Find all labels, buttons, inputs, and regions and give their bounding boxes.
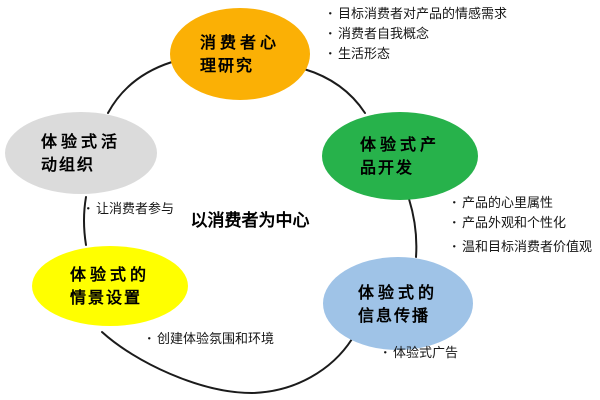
- note-list-advertising: · 体验式广告: [383, 344, 458, 364]
- node-label-line1: 体验式产: [359, 135, 440, 154]
- note-item: · 温和目标消费者价值观: [452, 238, 592, 258]
- arc-product-to-info: [408, 198, 418, 258]
- node-experiential-scene-setting: 体验式的 情景设置: [32, 246, 188, 326]
- arc-psych-to-product: [303, 68, 366, 114]
- bullet-glyph: ·: [452, 240, 457, 255]
- note-item: · 产品外观和个性化: [452, 214, 592, 234]
- bullet-glyph: ·: [328, 47, 333, 62]
- bullet-glyph: ·: [86, 202, 91, 217]
- note-item: · 创建体验氛围和环境: [147, 330, 274, 350]
- node-label-line1: 体验式的: [69, 265, 150, 284]
- bullet-glyph: ·: [452, 216, 457, 231]
- note-text: 消费者自我概念: [338, 27, 430, 42]
- node-label-line2: 品开发: [359, 158, 414, 177]
- note-item: · 体验式广告: [383, 344, 458, 364]
- note-text: 创建体验氛围和环境: [157, 332, 275, 347]
- node-label: 消费者心 理研究: [200, 31, 280, 77]
- node-label-line2: 情景设置: [69, 288, 142, 307]
- center-label-consumer-centric: 以消费者为中心: [190, 211, 310, 231]
- node-label-line1: 消费者心: [199, 33, 280, 52]
- note-list-psychology: · 目标消费者对产品的情感需求 · 消费者自我概念 · 生活形态: [328, 5, 507, 65]
- note-list-activity: · 让消费者参与: [86, 200, 174, 220]
- node-label-line2: 信息传播: [357, 305, 430, 325]
- note-text: 温和目标消费者价值观: [462, 240, 593, 255]
- note-list-scene: · 创建体验氛围和环境: [147, 330, 274, 350]
- note-text: 产品的心里属性: [462, 196, 554, 211]
- node-label-line1: 体验式活: [40, 132, 121, 151]
- bullet-glyph: ·: [328, 27, 333, 42]
- note-item: · 目标消费者对产品的情感需求: [328, 5, 507, 25]
- arc-info-to-scene: [101, 331, 353, 395]
- note-text: 让消费者参与: [96, 202, 175, 217]
- bullet-glyph: ·: [328, 7, 333, 22]
- bullet-glyph: ·: [383, 346, 388, 361]
- node-label: 体验式活 动组织: [41, 130, 121, 176]
- note-list-product: · 产品的心里属性 · 产品外观和个性化 · 温和目标消费者价值观: [452, 194, 592, 258]
- node-label: 体验式产 品开发: [360, 133, 440, 179]
- arc-activity-to-psych: [107, 61, 173, 114]
- arc-scene-to-activity: [83, 196, 87, 246]
- note-item: · 消费者自我概念: [328, 25, 507, 45]
- node-label-line2: 理研究: [199, 56, 254, 75]
- bullet-glyph: ·: [147, 332, 152, 347]
- note-item: · 让消费者参与: [86, 200, 174, 220]
- note-item: · 产品的心里属性: [452, 194, 592, 214]
- node-experiential-product-development: 体验式产 品开发: [322, 112, 478, 200]
- node-consumer-psychology-research: 消费者心 理研究: [170, 8, 310, 100]
- node-label: 体验式的 信息传播: [358, 281, 438, 327]
- note-text: 体验式广告: [393, 346, 459, 361]
- note-text: 目标消费者对产品的情感需求: [338, 7, 508, 22]
- node-experiential-information-communication: 体验式的 信息传播: [323, 257, 473, 350]
- node-experiential-activity-organization: 体验式活 动组织: [5, 112, 157, 194]
- node-label-line2: 动组织: [40, 155, 95, 174]
- note-text: 生活形态: [338, 47, 391, 62]
- node-label: 体验式的 情景设置: [70, 263, 150, 309]
- bullet-glyph: ·: [452, 196, 457, 211]
- node-label-line1: 体验式的: [357, 282, 438, 302]
- note-item: · 生活形态: [328, 45, 507, 65]
- note-text: 产品外观和个性化: [462, 216, 567, 231]
